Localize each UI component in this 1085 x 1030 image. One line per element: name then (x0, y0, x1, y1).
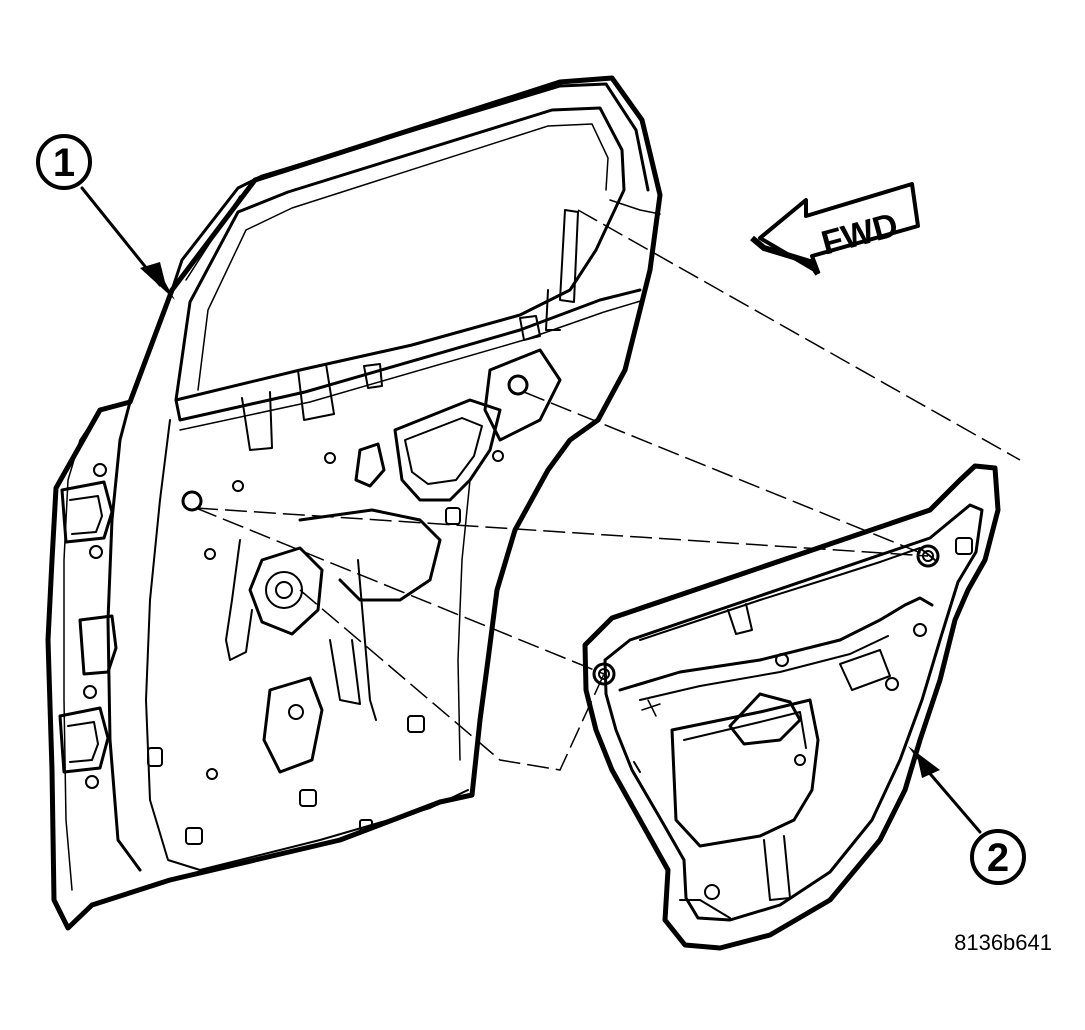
fwd-arrow: FWD (750, 182, 920, 276)
door-trim-panel (582, 463, 1001, 951)
callout-2: 2 (908, 746, 1026, 885)
figure-id: 8136b641 (954, 930, 1052, 955)
callout-2-label: 2 (987, 836, 1009, 880)
alignment-lines (195, 209, 1021, 771)
callout-1: 1 (36, 134, 175, 300)
door-shell (45, 75, 663, 931)
callout-1-label: 1 (53, 141, 75, 185)
